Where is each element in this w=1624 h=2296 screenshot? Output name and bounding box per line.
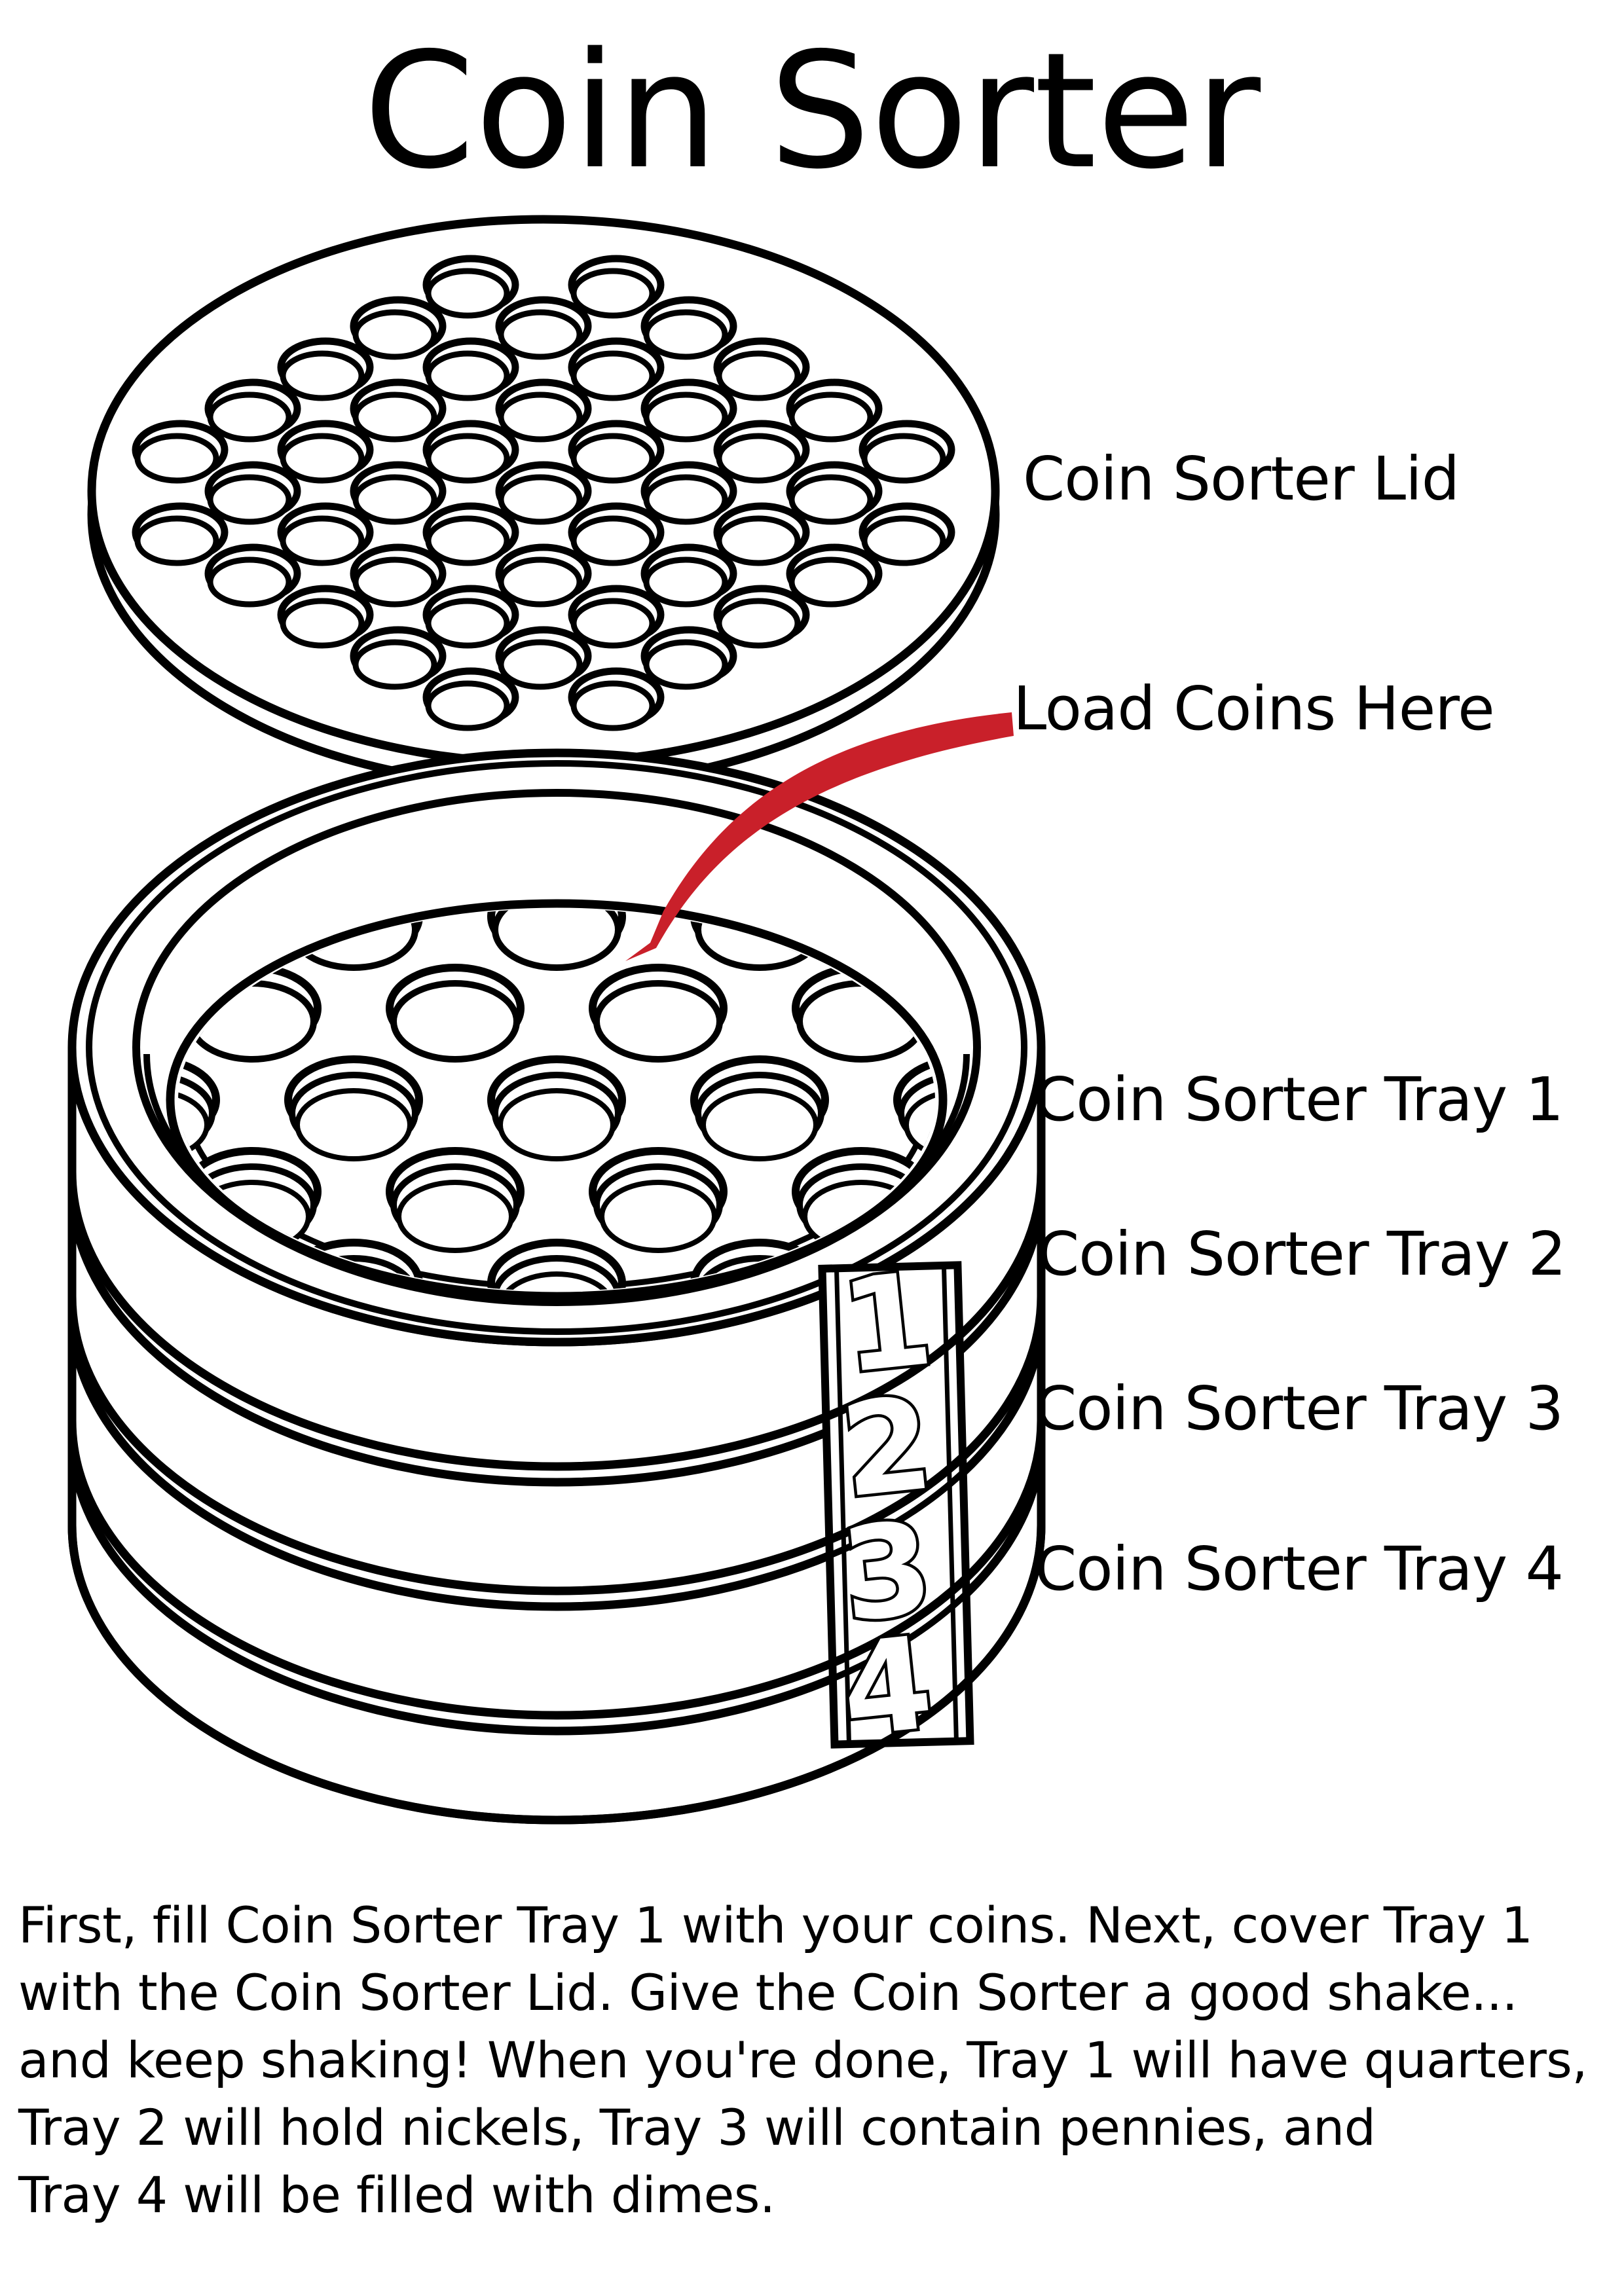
lid-hole-pattern: [132, 255, 955, 731]
instructions-paragraph: First, fill Coin Sorter Tray 1 with your…: [18, 1891, 1616, 2229]
instructions-line: with the Coin Sorter Lid. Give the Coin …: [18, 1963, 1518, 2022]
tab-number-3: 3: [835, 1493, 939, 1650]
instructions-line: Tray 4 will be filled with dimes.: [18, 2166, 775, 2224]
instructions-line: and keep shaking! When you're done, Tray…: [18, 2031, 1588, 2089]
tray-lip-lines: [67, 1171, 1046, 1825]
callout-tray-3: Coin Sorter Tray 3: [1035, 1374, 1564, 1444]
instructions-line: Tray 2 will hold nickels, Tray 3 will co…: [18, 2098, 1376, 2157]
callout-tray-2: Coin Sorter Tray 2: [1037, 1219, 1566, 1289]
tab-number-1: 1: [835, 1245, 939, 1402]
callout-load-coins: Load Coins Here: [1013, 674, 1495, 744]
callout-tray-1: Coin Sorter Tray 1: [1035, 1065, 1564, 1135]
instructions-line: First, fill Coin Sorter Tray 1 with your…: [18, 1896, 1533, 1954]
tab-number-2: 2: [835, 1369, 939, 1526]
tray-numbers: 1 2 3 4: [832, 1241, 942, 1768]
page-title: Coin Sorter: [363, 18, 1261, 204]
callout-lid: Coin Sorter Lid: [1023, 444, 1460, 514]
lid-drawing: [87, 215, 1000, 791]
tray-stack-drawing: 1 2 3 4: [67, 748, 1046, 1825]
tab-number-4: 4: [835, 1609, 939, 1766]
red-arrow: [625, 712, 1014, 961]
callout-tray-4: Coin Sorter Tray 4: [1035, 1534, 1564, 1604]
